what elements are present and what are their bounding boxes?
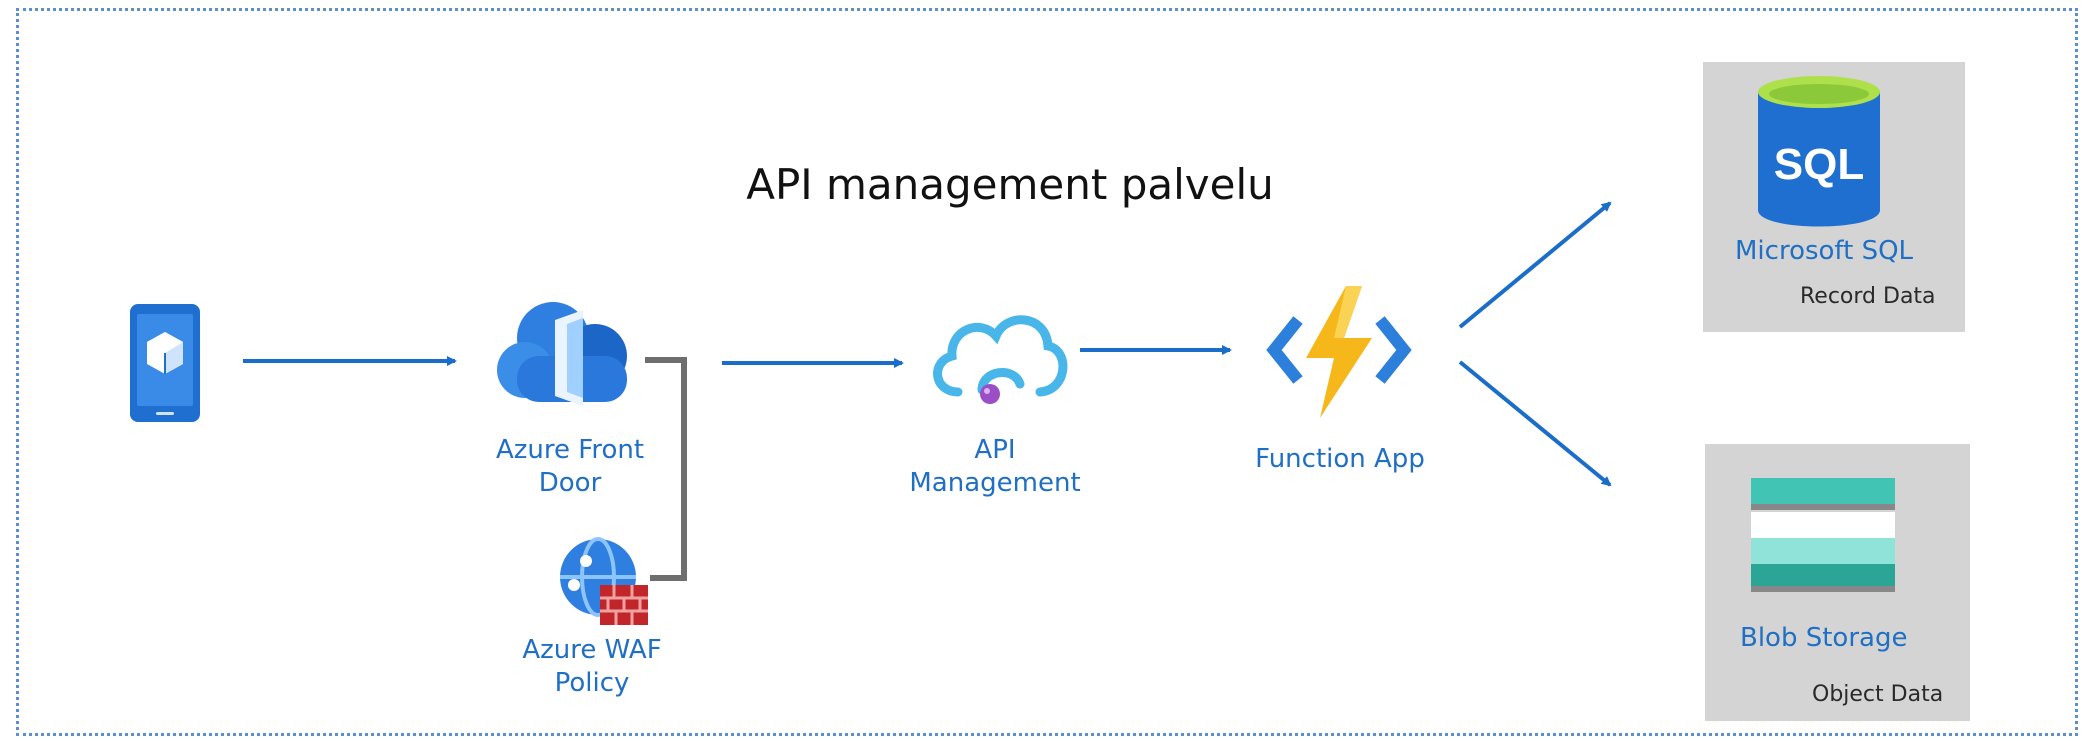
sql-database-icon [1758, 76, 1880, 227]
waf-label-line1: Azure WAF [522, 635, 662, 665]
diagram-frame [16, 8, 2078, 736]
arrow-function-to-blob [1458, 360, 1612, 487]
function-app-label: Function App [1230, 443, 1450, 476]
waf-policy-icon [560, 537, 648, 625]
blob-sublabel: Object Data [1812, 682, 1944, 707]
sql-sublabel: Record Data [1800, 284, 1936, 309]
apim-label-line2: Management [909, 468, 1081, 498]
function-app-icon [1266, 286, 1412, 418]
front-door-label: Azure Front Door [470, 434, 670, 500]
arrow-function-to-sql [1458, 201, 1612, 329]
blob-label: Blob Storage [1740, 623, 1908, 653]
front-door-label-line2: Door [538, 468, 602, 498]
mobile-device-icon [130, 304, 200, 422]
front-door-label-line1: Azure Front [495, 435, 645, 465]
diagram-title: API management palvelu [746, 160, 1274, 209]
waf-label: Azure WAF Policy [492, 634, 692, 700]
apim-label: API Management [890, 434, 1100, 500]
apim-label-line1: API [974, 435, 1016, 465]
front-door-cloud-icon [497, 302, 627, 406]
sql-icon-text: SQL [1773, 140, 1865, 189]
function-app-label-text: Function App [1255, 444, 1425, 474]
api-management-icon [933, 315, 1068, 404]
waf-label-line2: Policy [554, 668, 630, 698]
front-door-waf-connector [645, 357, 687, 581]
blob-storage-icon [1751, 478, 1895, 592]
sql-label: Microsoft SQL [1735, 236, 1914, 266]
